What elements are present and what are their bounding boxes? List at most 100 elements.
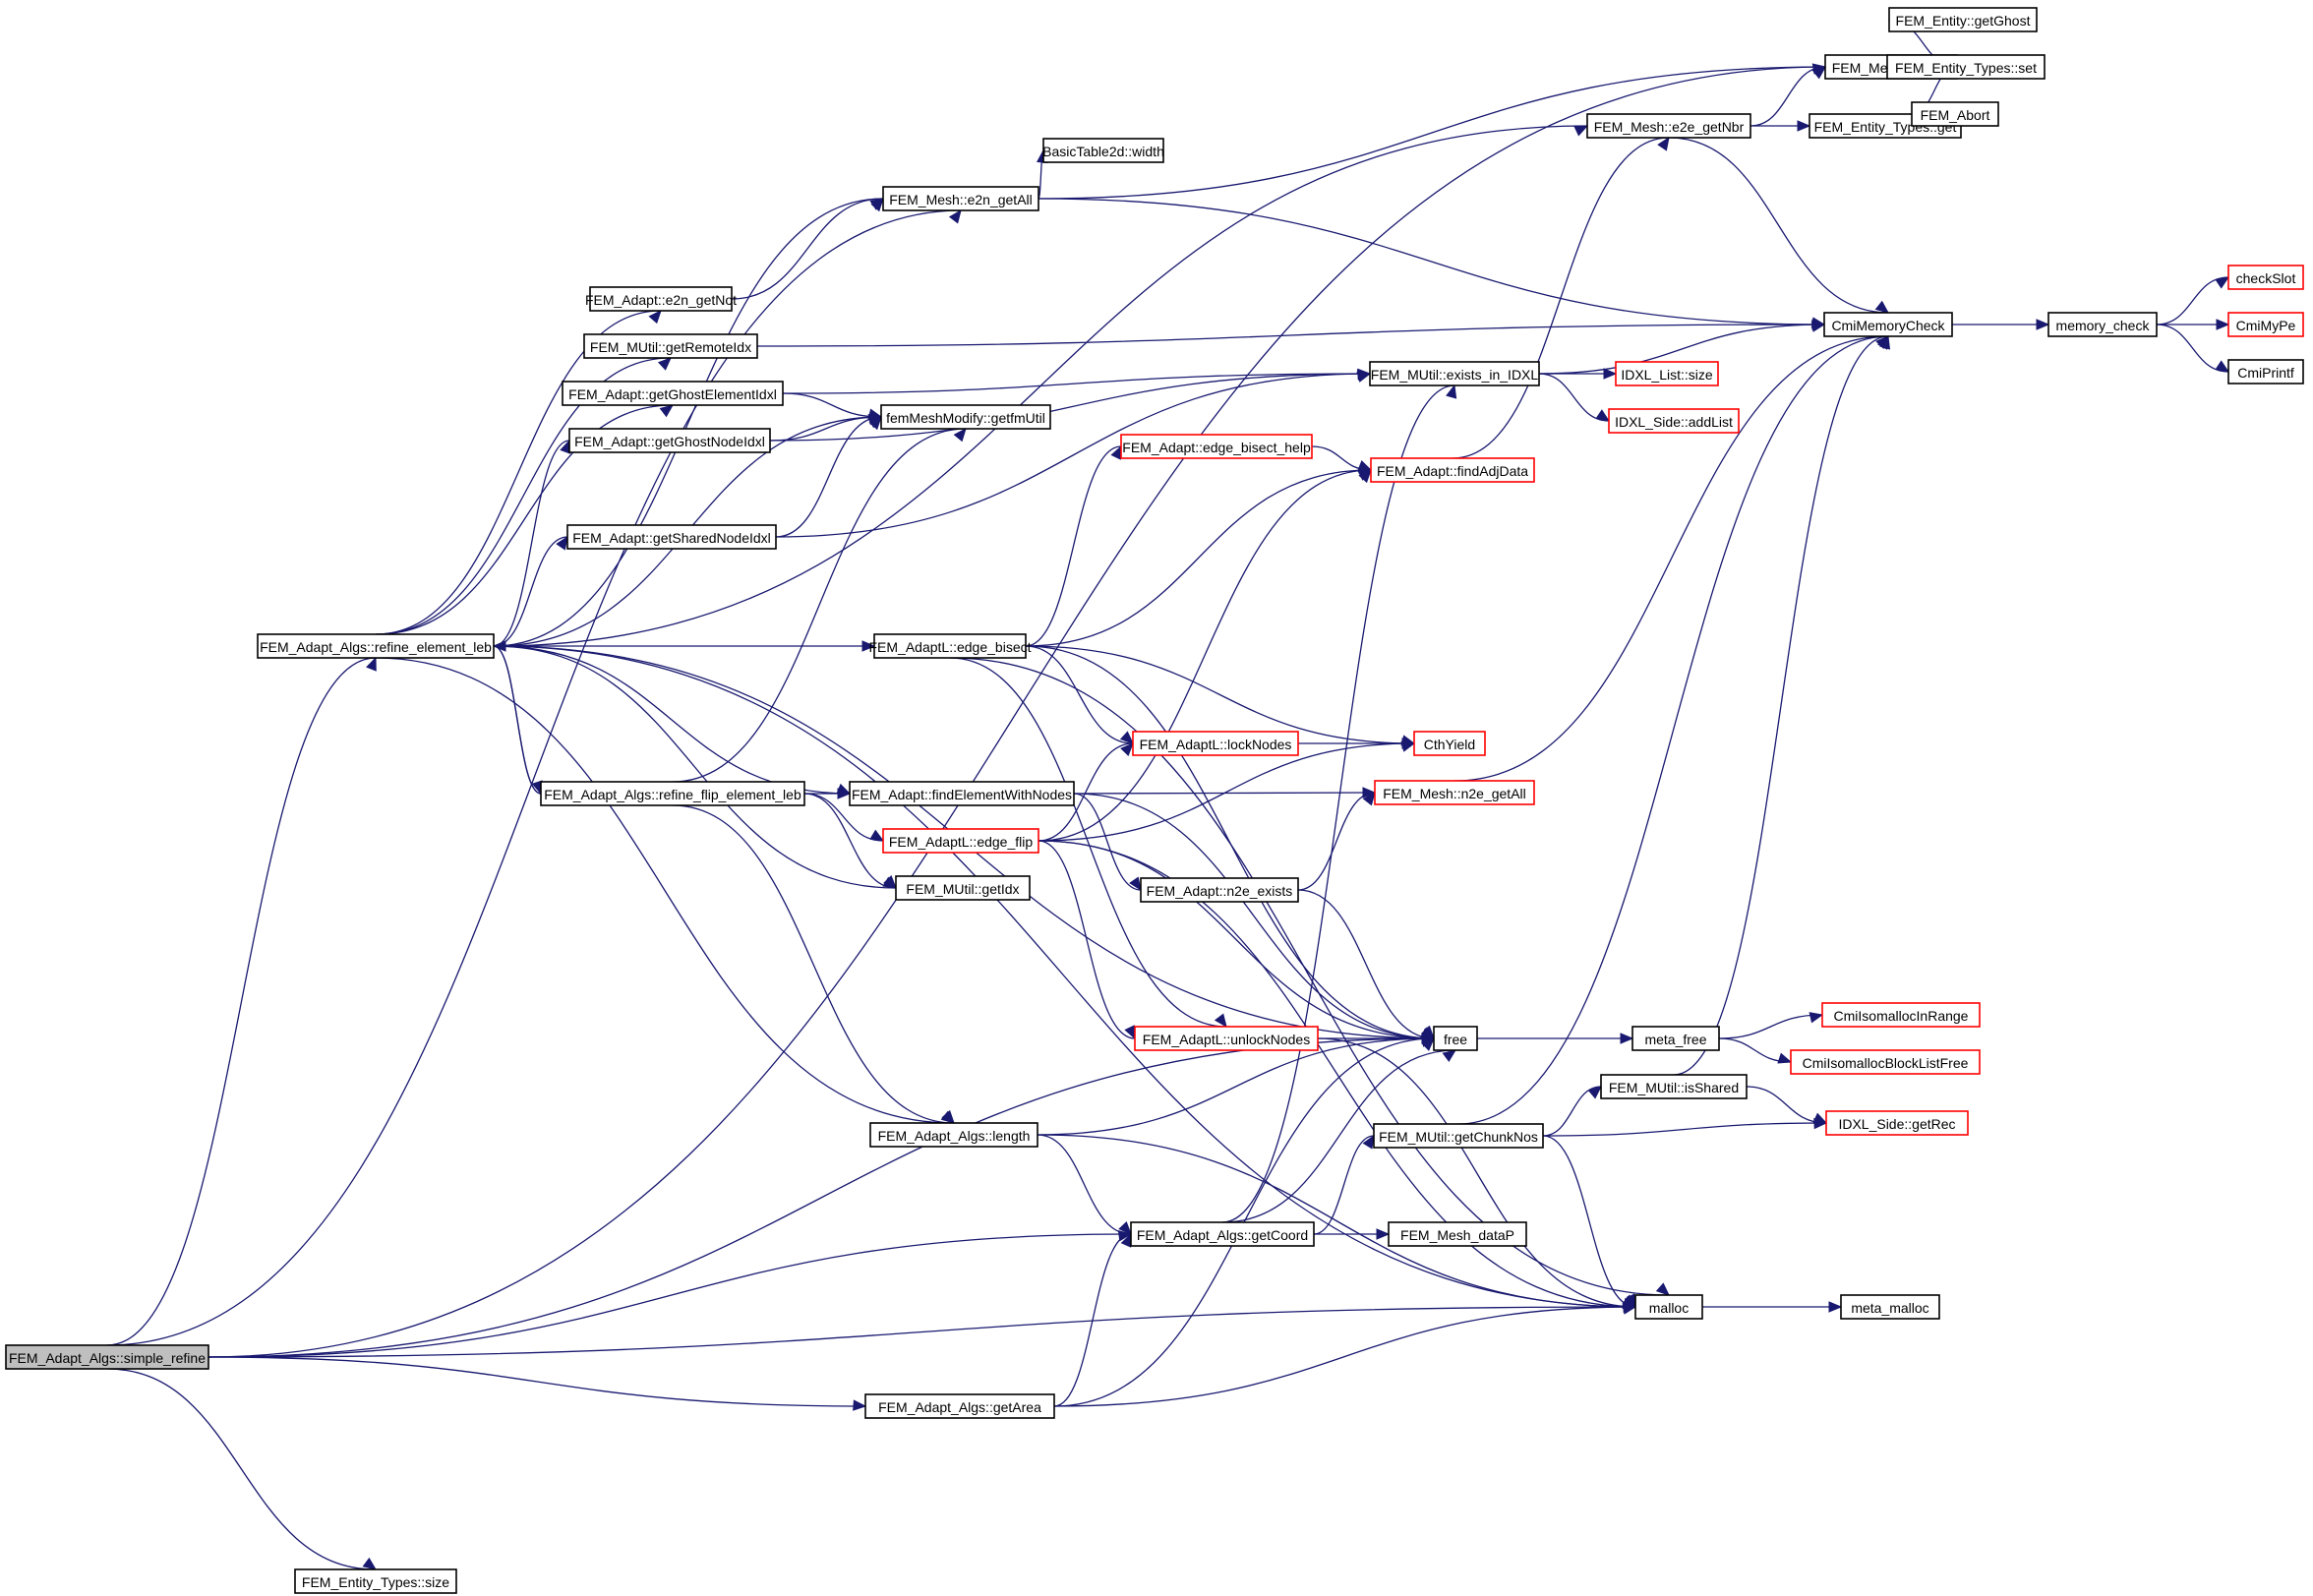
node-n2e_getAll[interactable]: FEM_Mesh::n2e_getAll (1374, 780, 1535, 805)
node-box[interactable] (2227, 359, 2304, 384)
node-free[interactable]: free (1433, 1026, 1478, 1051)
node-getSharedNodeIdxl[interactable]: FEM_Adapt::getSharedNodeIdxl (566, 524, 777, 550)
node-unlockNodes[interactable]: FEM_AdaptL::unlockNodes (1134, 1026, 1319, 1051)
node-IDXL_List_size[interactable]: IDXL_List::size (1615, 361, 1719, 386)
node-box[interactable] (1823, 312, 1953, 337)
node-getfmUtil[interactable]: femMeshModify::getfmUtil (880, 404, 1051, 430)
node-e2n_getNot[interactable]: FEM_Adapt::e2n_getNot (585, 286, 737, 312)
node-box[interactable] (583, 333, 758, 359)
node-getGhostNodeIdxl[interactable]: FEM_Adapt::getGhostNodeIdxl (568, 428, 771, 453)
node-getArea[interactable]: FEM_Adapt_Algs::getArea (864, 1393, 1055, 1419)
node-refine_element_leb[interactable]: FEM_Adapt_Algs::refine_element_leb (257, 633, 495, 659)
node-Mesh_dataP[interactable]: FEM_Mesh_dataP (1388, 1221, 1527, 1247)
node-edge_bisect[interactable]: FEM_AdaptL::edge_bisect (869, 633, 1032, 659)
node-box[interactable] (1130, 1221, 1315, 1247)
node-box[interactable] (5, 1344, 209, 1370)
node-entity_types_size[interactable]: FEM_Entity_Types::size (294, 1568, 457, 1594)
node-meta_free[interactable]: meta_free (1631, 1026, 1720, 1051)
node-box[interactable] (895, 875, 1031, 901)
node-box[interactable] (1374, 780, 1535, 805)
node-memory_check[interactable]: memory_check (2047, 312, 2158, 337)
node-box[interactable] (869, 1122, 1038, 1148)
node-box[interactable] (1388, 1221, 1527, 1247)
node-box[interactable] (1825, 1110, 1969, 1136)
node-box[interactable] (2047, 312, 2158, 337)
node-FEM_Abort[interactable]: FEM_Abort (1911, 101, 1999, 127)
node-IDXL_Side_addList[interactable]: IDXL_Side::addList (1608, 408, 1740, 434)
node-box[interactable] (1134, 1026, 1319, 1051)
node-box[interactable] (257, 633, 495, 659)
node-box[interactable] (1132, 731, 1299, 756)
node-box[interactable] (880, 404, 1051, 430)
node-box[interactable] (568, 428, 771, 453)
node-box[interactable] (2227, 312, 2304, 337)
node-lockNodes[interactable]: FEM_AdaptL::lockNodes (1132, 731, 1299, 756)
node-box[interactable] (2227, 265, 2304, 290)
node-CmiIsomallocBlockListFree[interactable]: CmiIsomallocBlockListFree (1790, 1049, 1981, 1075)
node-box[interactable] (294, 1568, 457, 1594)
node-refine_flip_element_leb[interactable]: FEM_Adapt_Algs::refine_flip_element_leb (540, 781, 805, 806)
nodes-layer: FEM_Adapt_Algs::simple_refineFEM_Adapt_A… (5, 7, 2304, 1594)
node-edge_bisect_help[interactable]: FEM_Adapt::edge_bisect_help (1120, 434, 1313, 459)
node-box[interactable] (1042, 138, 1164, 163)
node-box[interactable] (1631, 1026, 1720, 1051)
node-CmiMyPe[interactable]: CmiMyPe (2227, 312, 2304, 337)
node-box[interactable] (1586, 113, 1751, 139)
node-n2e_exists[interactable]: FEM_Adapt::n2e_exists (1140, 877, 1299, 903)
node-box[interactable] (1433, 1026, 1478, 1051)
node-findAdjData[interactable]: FEM_Adapt::findAdjData (1370, 457, 1535, 483)
node-getIdx[interactable]: FEM_MUtil::getIdx (895, 875, 1031, 901)
node-box[interactable] (1821, 1002, 1981, 1028)
node-box[interactable] (864, 1393, 1055, 1419)
node-box[interactable] (1140, 877, 1299, 903)
node-box[interactable] (1840, 1294, 1940, 1320)
node-box[interactable] (1373, 1123, 1544, 1149)
node-meta_malloc[interactable]: meta_malloc (1840, 1294, 1940, 1320)
node-box[interactable] (1886, 54, 2046, 80)
node-box[interactable] (1911, 101, 1999, 127)
node-getGhostElementIdxl[interactable]: FEM_Adapt::getGhostElementIdxl (562, 381, 784, 406)
node-box[interactable] (589, 286, 733, 312)
call-edge-getRemoteIdx-to-CmiMemoryCheck (756, 324, 1825, 347)
node-box[interactable] (849, 781, 1075, 806)
node-box[interactable] (562, 381, 784, 406)
node-box[interactable] (1600, 1074, 1748, 1099)
node-CmiMemoryCheck[interactable]: CmiMemoryCheck (1823, 312, 1953, 337)
node-getChunkNos[interactable]: FEM_MUtil::getChunkNos (1373, 1123, 1544, 1149)
node-checkSlot[interactable]: checkSlot (2227, 265, 2304, 290)
node-box[interactable] (1608, 408, 1740, 434)
node-simple_refine[interactable]: FEM_Adapt_Algs::simple_refine (5, 1344, 209, 1370)
node-basictable_width[interactable]: BasicTable2d::width (1042, 138, 1164, 163)
node-getGhost[interactable]: FEM_Entity::getGhost (1888, 7, 2038, 32)
node-CmiIsomallocInRange[interactable]: CmiIsomallocInRange (1821, 1002, 1981, 1028)
node-box[interactable] (566, 524, 777, 550)
node-label: FEM_Adapt_Algs::getArea (878, 1399, 1041, 1415)
node-box[interactable] (1888, 7, 2038, 32)
node-getCoord[interactable]: FEM_Adapt_Algs::getCoord (1130, 1221, 1315, 1247)
node-label: FEM_Mesh::e2e_getNbr (1594, 119, 1745, 135)
node-box[interactable] (1369, 361, 1540, 386)
node-CmiPrintf[interactable]: CmiPrintf (2227, 359, 2304, 384)
node-exists_in_IDXL[interactable]: FEM_MUtil::exists_in_IDXL (1369, 361, 1540, 386)
node-box[interactable] (1120, 434, 1313, 459)
node-box[interactable] (882, 828, 1039, 854)
node-findElementWithNodes[interactable]: FEM_Adapt::findElementWithNodes (849, 781, 1075, 806)
node-box[interactable] (1790, 1049, 1981, 1075)
node-CthYield[interactable]: CthYield (1413, 731, 1486, 756)
node-box[interactable] (1615, 361, 1719, 386)
node-edge_flip[interactable]: FEM_AdaptL::edge_flip (882, 828, 1039, 854)
node-e2n_getAll[interactable]: FEM_Mesh::e2n_getAll (882, 186, 1039, 211)
node-malloc[interactable]: malloc (1634, 1294, 1703, 1320)
node-box[interactable] (1413, 731, 1486, 756)
node-length[interactable]: FEM_Adapt_Algs::length (869, 1122, 1038, 1148)
node-box[interactable] (1634, 1294, 1703, 1320)
node-entity_types_set[interactable]: FEM_Entity_Types::set (1886, 54, 2046, 80)
node-box[interactable] (873, 633, 1027, 659)
node-box[interactable] (1370, 457, 1535, 483)
node-box[interactable] (882, 186, 1039, 211)
node-box[interactable] (540, 781, 805, 806)
node-IDXL_Side_getRec[interactable]: IDXL_Side::getRec (1825, 1110, 1969, 1136)
node-getRemoteIdx[interactable]: FEM_MUtil::getRemoteIdx (583, 333, 758, 359)
node-e2e_getNbr[interactable]: FEM_Mesh::e2e_getNbr (1586, 113, 1751, 139)
node-isShared[interactable]: FEM_MUtil::isShared (1600, 1074, 1748, 1099)
